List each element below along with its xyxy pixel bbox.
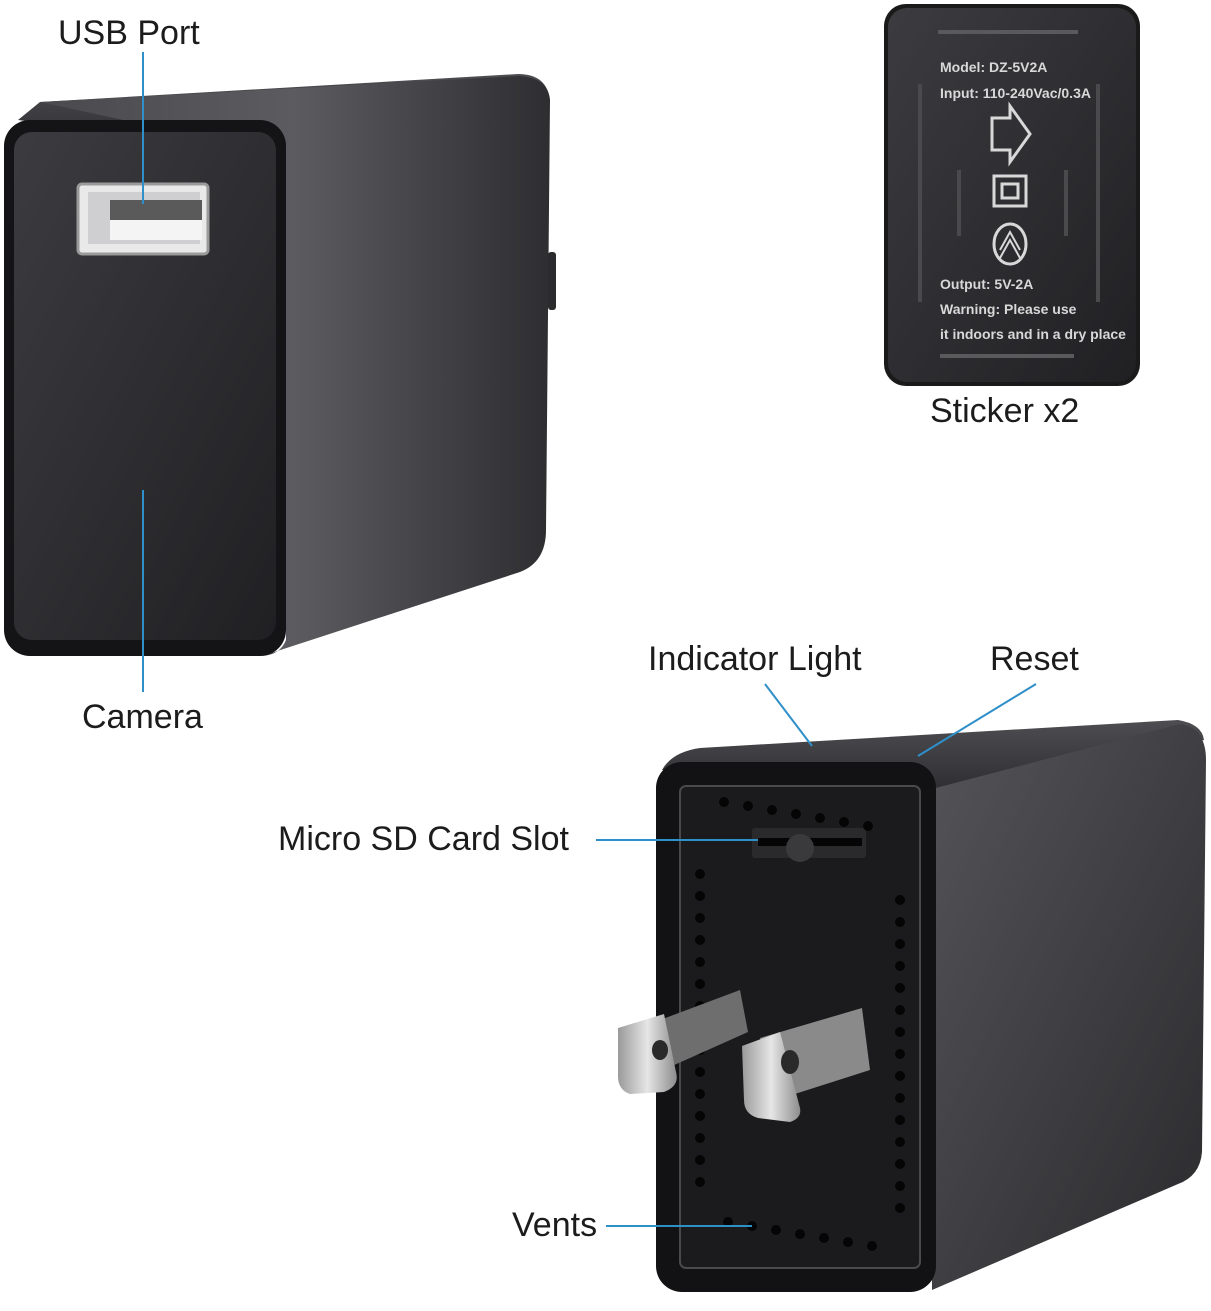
charger-side-face xyxy=(40,76,550,656)
vent-hole xyxy=(895,1005,905,1015)
vent-hole xyxy=(695,979,705,989)
double-arrow-icon xyxy=(990,101,1032,167)
sticker-input-text: Input: 110-240Vac/0.3A xyxy=(940,85,1091,101)
vent-holes xyxy=(695,797,905,1251)
vent-hole xyxy=(839,817,849,827)
vent-hole xyxy=(895,917,905,927)
vent-hole xyxy=(895,895,905,905)
plug-prong-right xyxy=(742,1008,870,1122)
vent-hole xyxy=(695,1111,705,1121)
label-indicator-light: Indicator Light xyxy=(648,640,862,678)
micro-sd-slot xyxy=(752,828,866,862)
vent-hole xyxy=(695,935,705,945)
vent-hole xyxy=(895,1093,905,1103)
vent-hole xyxy=(767,805,777,815)
vent-hole xyxy=(895,1137,905,1147)
vent-hole xyxy=(695,1155,705,1165)
certification-mark-icon xyxy=(992,222,1028,266)
sticker-warning-line1: Warning: Please use xyxy=(940,301,1077,317)
vent-hole xyxy=(743,801,753,811)
vent-hole xyxy=(895,1203,905,1213)
vent-hole xyxy=(895,1115,905,1125)
label-vents: Vents xyxy=(512,1206,597,1244)
charger-back-view xyxy=(618,720,1206,1292)
vent-hole xyxy=(695,869,705,879)
vent-hole xyxy=(895,1181,905,1191)
vent-hole xyxy=(843,1237,853,1247)
vent-hole xyxy=(695,913,705,923)
vent-hole xyxy=(695,891,705,901)
label-sticker: Sticker x2 xyxy=(930,392,1079,430)
sticker-output-text: Output: 5V-2A xyxy=(940,276,1033,292)
charger2-side-face xyxy=(928,724,1206,1290)
sticker: Model: DZ-5V2A Input: 110-240Vac/0.3A Ou… xyxy=(884,4,1140,386)
vent-hole xyxy=(895,1159,905,1169)
vent-hole xyxy=(819,1233,829,1243)
vent-hole xyxy=(695,1177,705,1187)
double-insulation-icon xyxy=(992,174,1028,208)
vent-hole xyxy=(895,1071,905,1081)
vent-hole xyxy=(723,1217,733,1227)
vent-hole xyxy=(895,939,905,949)
vent-hole xyxy=(863,821,873,831)
vent-hole xyxy=(867,1241,877,1251)
vent-hole xyxy=(895,961,905,971)
vent-hole xyxy=(771,1225,781,1235)
label-usb-port: USB Port xyxy=(58,14,200,52)
indicator-light-leader xyxy=(764,683,813,747)
vent-hole xyxy=(895,1027,905,1037)
reset-leader xyxy=(917,683,1037,757)
vent-hole xyxy=(795,1229,805,1239)
vent-hole xyxy=(695,1133,705,1143)
plug-prong-left xyxy=(618,990,748,1094)
sticker-model-text: Model: DZ-5V2A xyxy=(940,59,1047,75)
vent-hole xyxy=(719,797,729,807)
sticker-warning-line2: it indoors and in a dry place xyxy=(940,326,1126,342)
vent-hole xyxy=(695,1089,705,1099)
vent-hole xyxy=(895,983,905,993)
charger-front-view xyxy=(4,74,556,656)
vent-hole xyxy=(895,1049,905,1059)
vent-hole xyxy=(791,809,801,819)
label-reset: Reset xyxy=(990,640,1079,678)
label-camera: Camera xyxy=(82,698,203,736)
side-button xyxy=(548,252,556,310)
vent-hole xyxy=(695,1067,705,1077)
vent-hole xyxy=(695,957,705,967)
vent-hole xyxy=(815,813,825,823)
label-micro-sd: Micro SD Card Slot xyxy=(278,820,570,858)
